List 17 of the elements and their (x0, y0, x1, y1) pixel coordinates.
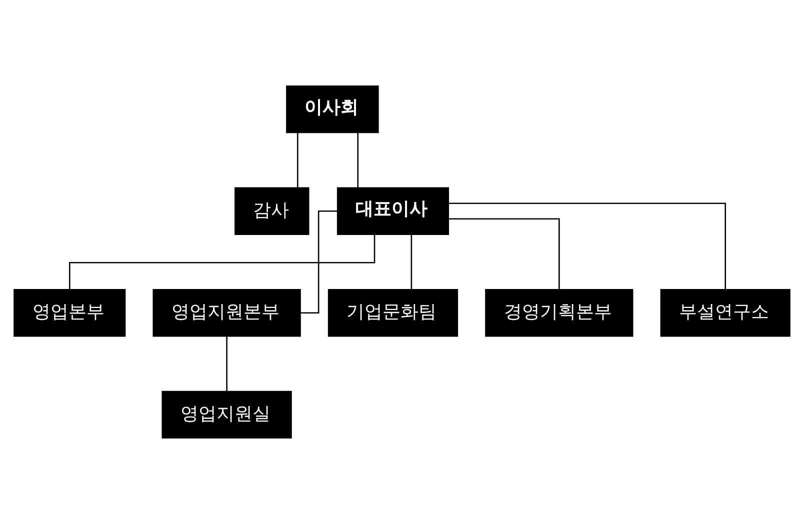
connector (297, 132, 298, 188)
connector (448, 202, 726, 290)
node-box: 영업지원실 (162, 390, 292, 438)
connector (226, 336, 228, 391)
node-box: 감사 (234, 186, 310, 234)
node-box: 영업본부 (14, 288, 126, 336)
connector (410, 234, 412, 289)
connector (68, 234, 376, 290)
node-box: 경영기획본부 (485, 288, 634, 336)
node-box: 영업지원본부 (152, 288, 301, 336)
connector (300, 210, 338, 314)
node-box: 기업문화팀 (328, 288, 458, 336)
connector (448, 218, 560, 290)
node-box: 이사회 (286, 85, 379, 133)
node-box: 대표이사 (336, 186, 450, 234)
node-box: 부설연구소 (660, 288, 790, 336)
connector (357, 132, 359, 188)
